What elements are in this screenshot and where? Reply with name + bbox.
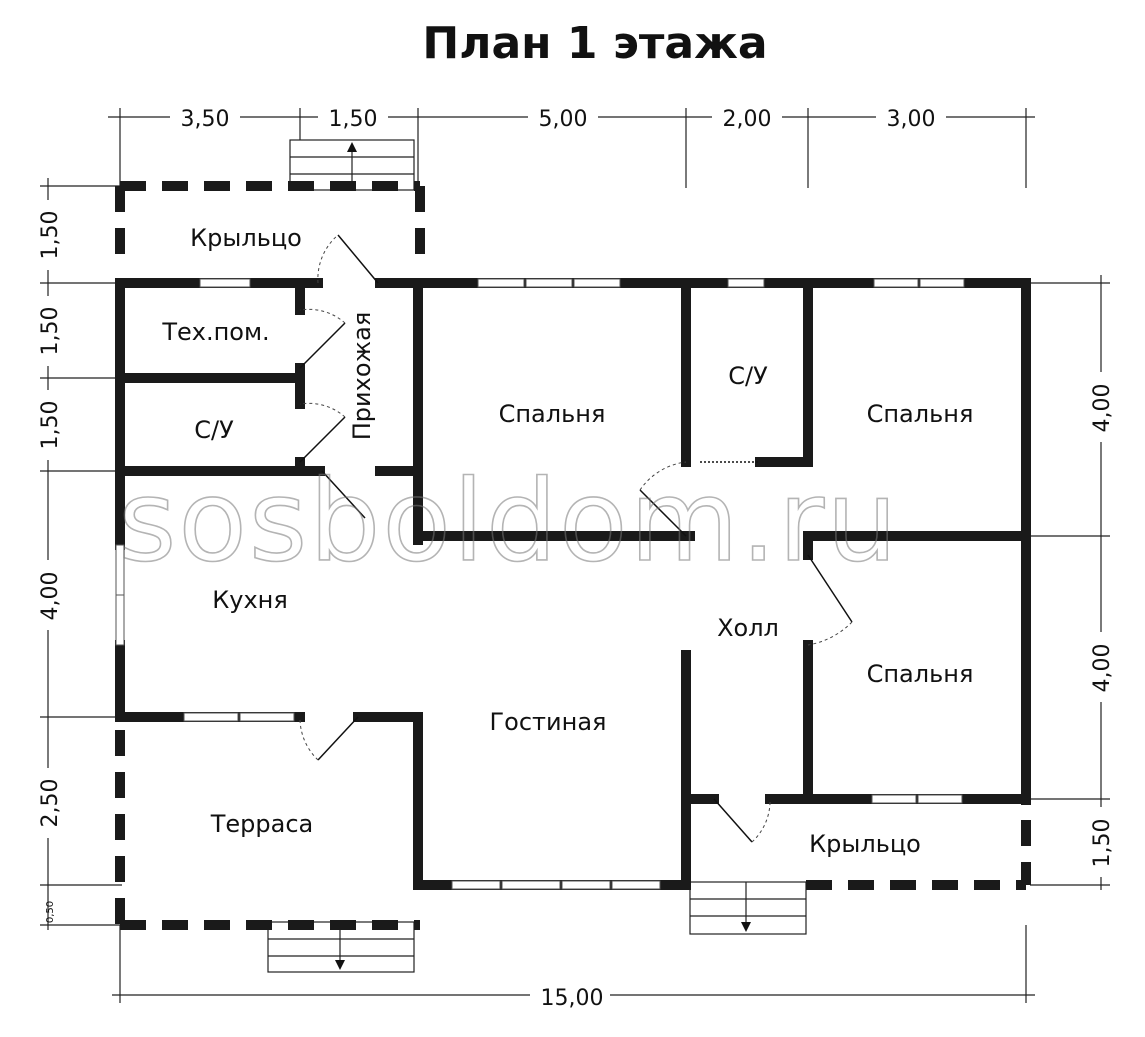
room-porch-top: Крыльцо [190,224,302,252]
dim-left-2: 1,50 [38,307,63,356]
dashed-outlines [115,181,1031,930]
room-kitchen: Кухня [212,586,288,614]
room-bedroom-1: Спальня [499,400,606,428]
watermark: sosboldom.ru [118,457,899,587]
doors [299,234,853,843]
room-bedroom-2: Спальня [867,400,974,428]
dim-left-1: 1,50 [38,211,63,260]
windows [115,278,965,890]
room-living: Гостиная [490,708,607,736]
dim-top-4: 2,00 [723,107,772,132]
dim-right-2: 4,00 [1090,644,1115,693]
plan-title: План 1 этажа [422,18,767,69]
room-hallway-entry: Прихожая [348,312,376,441]
dim-left-4: 4,00 [38,572,63,621]
room-bath-left: С/У [194,416,234,444]
dim-top-5: 3,00 [887,107,936,132]
dim-top-3: 5,00 [539,107,588,132]
dim-left-6: 0,50 [45,901,56,923]
dimension-labels: 3,50 1,50 5,00 2,00 3,00 1,50 1,50 1,50 … [34,100,1116,1011]
dim-right-1: 4,00 [1090,384,1115,433]
dim-left-5: 2,50 [38,779,63,828]
dim-top-2: 1,50 [329,107,378,132]
room-labels: Крыльцо Тех.пом. С/У Прихожая Спальня С/… [161,224,973,858]
room-terrace: Терраса [210,810,314,838]
room-porch-bottom: Крыльцо [809,830,921,858]
dim-right-3: 1,50 [1090,819,1115,868]
dim-top-1: 3,50 [181,107,230,132]
walls [115,278,1031,890]
stairs-bottom-right [689,881,807,935]
dim-left-3: 1,50 [38,401,63,450]
room-tech: Тех.пом. [161,318,269,346]
dim-bottom-total: 15,00 [541,986,604,1011]
room-bath-center: С/У [728,362,768,390]
room-bedroom-3: Спальня [867,660,974,688]
room-hall: Холл [717,614,779,642]
